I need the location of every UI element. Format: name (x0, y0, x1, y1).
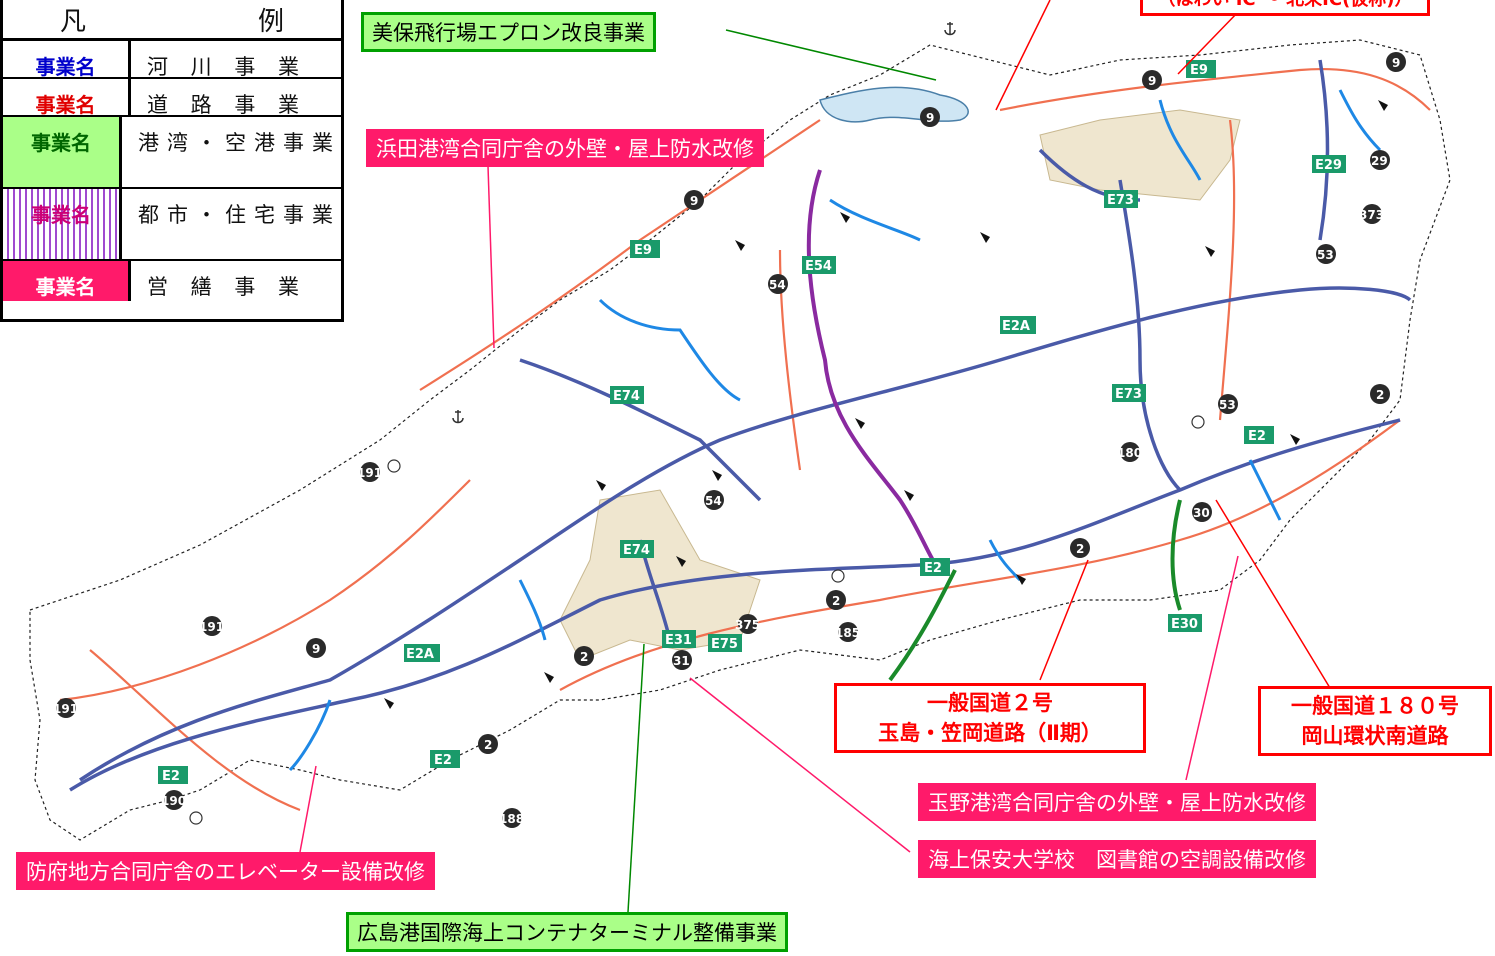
expressways (69, 59, 1412, 792)
project-road-e54 (806, 169, 942, 572)
expressway-shields: E9 E9 E29 E73 E54 E2A E74 E73 E2 E74 E2 … (158, 60, 1346, 784)
svg-text:2: 2 (1376, 388, 1384, 402)
route2-label-line2: 玉島・笠岡道路（Ⅱ期） (878, 721, 1102, 745)
svg-text:E73: E73 (1107, 193, 1134, 208)
svg-text:E73: E73 (1115, 387, 1142, 402)
route180-label-line1: 一般国道１８０号 (1291, 694, 1459, 718)
legend-key-building: 事業名 (3, 261, 131, 301)
svg-text:9: 9 (1392, 56, 1400, 70)
svg-text:E2: E2 (924, 561, 942, 576)
city-area-hiroshima (559, 489, 761, 661)
route2-label-line1: 一般国道２号 (927, 691, 1053, 715)
legend-value-building: 営 繕 事 業 (147, 275, 308, 299)
svg-text:9: 9 (926, 111, 934, 125)
svg-text:185: 185 (835, 626, 860, 640)
legend-row-river: 事業名 河 川 事 業 (3, 41, 341, 79)
svg-text:2: 2 (580, 650, 588, 664)
svg-text:E2: E2 (162, 769, 180, 784)
svg-text:29: 29 (1371, 154, 1388, 168)
svg-text:375: 375 (735, 618, 760, 632)
project-road-green-east (1170, 499, 1182, 611)
svg-text:190: 190 (161, 794, 186, 808)
legend-key-road: 事業名 (3, 79, 131, 117)
svg-text:180: 180 (1117, 446, 1142, 460)
svg-text:E9: E9 (1190, 63, 1208, 78)
hofu-office-project-label: 防府地方合同庁舎のエレベーター設備改修 (16, 852, 435, 890)
legend-key-city: 事業名 (3, 189, 122, 259)
svg-text:30: 30 (1193, 506, 1210, 520)
svg-text:E2: E2 (434, 753, 452, 768)
route-shields: 9 9 9 9 9 29 53 53 54 54 2 2 2 2 2 180 3… (53, 52, 1406, 828)
legend-value-river: 河 川 事 業 (147, 55, 308, 79)
legend-value-road: 道 路 事 業 (147, 93, 308, 117)
legend-row-port: 事業名 港湾・空港事業 (3, 117, 341, 189)
svg-text:53: 53 (1219, 398, 1236, 412)
legend-title: 凡 例 (3, 0, 341, 41)
svg-text:2: 2 (484, 738, 492, 752)
svg-text:31: 31 (673, 654, 690, 668)
rivers (288, 89, 1382, 772)
svg-text:53: 53 (1317, 248, 1334, 262)
svg-text:E9: E9 (634, 243, 652, 258)
hiroshima-port-project-label: 広島港国際海上コンテナターミナル整備事業 (346, 912, 788, 952)
svg-text:E2: E2 (1248, 429, 1266, 444)
svg-text:191: 191 (357, 466, 382, 480)
svg-text:E2A: E2A (406, 647, 434, 662)
svg-text:E2A: E2A (1002, 319, 1030, 334)
svg-text:54: 54 (769, 278, 786, 292)
svg-text:2: 2 (1076, 542, 1084, 556)
route180-label-line2: 岡山環状南道路 (1301, 724, 1449, 748)
svg-text:E74: E74 (623, 543, 650, 558)
svg-text:E29: E29 (1315, 158, 1342, 173)
airport-icon (189, 415, 1205, 825)
dam-icon (384, 100, 1388, 709)
svg-text:373: 373 (1359, 208, 1384, 222)
project-road-green-west (888, 569, 957, 682)
svg-text:191: 191 (199, 620, 224, 634)
anchor-icon (452, 410, 464, 424)
leader-lines (299, 0, 1331, 913)
legend-row-road: 事業名 道 路 事 業 (3, 79, 341, 117)
hamada-office-project-label: 浜田港湾合同庁舎の外壁・屋上防水改修 (366, 129, 764, 167)
svg-text:E74: E74 (613, 389, 640, 404)
legend-key-river: 事業名 (3, 41, 131, 79)
svg-text:E54: E54 (805, 259, 832, 274)
svg-text:E30: E30 (1171, 617, 1198, 632)
svg-text:54: 54 (705, 494, 722, 508)
miho-airport-project-label: 美保飛行場エプロン改良事業 (361, 12, 656, 52)
svg-text:E75: E75 (711, 637, 738, 652)
svg-text:9: 9 (1148, 74, 1156, 88)
legend: 凡 例 事業名 河 川 事 業 事業名 道 路 事 業 事業名 港湾・空港事業 … (0, 0, 344, 322)
svg-text:9: 9 (690, 194, 698, 208)
top-road-project-label: （はわい IC 〜 北栄IC(仮称)） (1140, 0, 1430, 16)
svg-text:191: 191 (53, 702, 78, 716)
city-area-tottori (1039, 109, 1241, 201)
coast-guard-univ-project-label: 海上保安大学校 図書館の空調設備改修 (918, 840, 1316, 878)
legend-row-city: 事業名 都市・住宅事業 (3, 189, 341, 261)
legend-value-city: 都市・住宅事業 (138, 203, 341, 227)
svg-text:E31: E31 (665, 633, 692, 648)
anchor-icon (944, 22, 956, 36)
route180-project-label: 一般国道１８０号 岡山環状南道路 (1258, 686, 1492, 756)
legend-value-port: 港湾・空港事業 (138, 131, 341, 155)
legend-row-building: 事業名 営 繕 事 業 (3, 261, 341, 301)
svg-text:188: 188 (499, 812, 524, 826)
tamano-office-project-label: 玉野港湾合同庁舎の外壁・屋上防水改修 (918, 783, 1316, 821)
legend-key-port: 事業名 (3, 117, 122, 187)
svg-text:9: 9 (312, 642, 320, 656)
route2-project-label: 一般国道２号 玉島・笠岡道路（Ⅱ期） (834, 683, 1146, 753)
top-road-project-text: （はわい IC 〜 北栄IC(仮称)） (1143, 0, 1427, 11)
svg-text:2: 2 (832, 594, 840, 608)
